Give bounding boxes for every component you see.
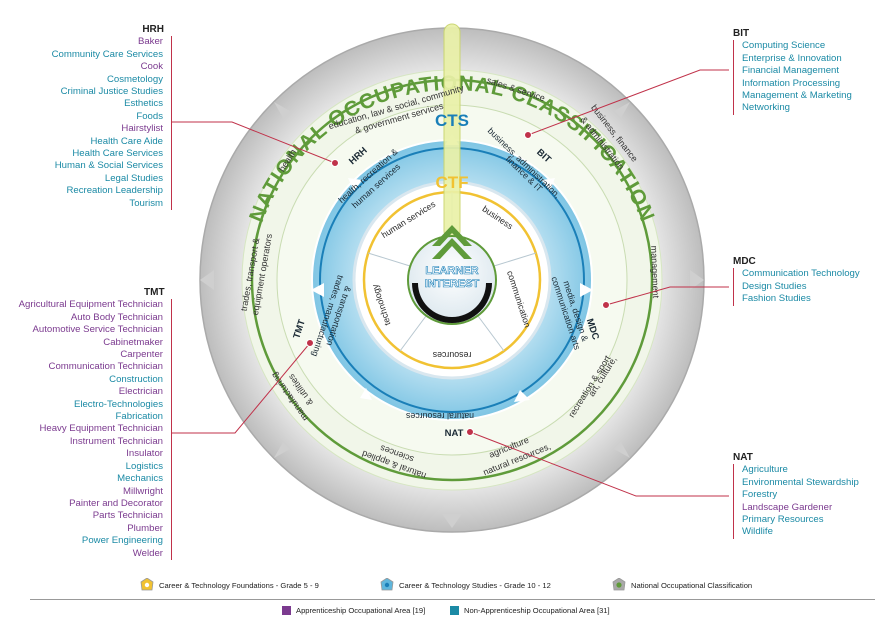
list-item: Fashion Studies (742, 293, 811, 305)
list-item: Information Processing (742, 77, 841, 89)
center-line-2: INTEREST (425, 278, 480, 290)
list-item: Mechanics (117, 473, 163, 485)
legend-cts: Career & Technology Studies - Grade 10 -… (380, 578, 551, 592)
legend-apprenticeship-label: Apprenticeship Occupational Area [19] (296, 606, 426, 615)
list-item: Power Engineering (81, 535, 163, 547)
list-item: Hairstylist (121, 123, 163, 135)
list-item: Financial Management (742, 65, 840, 77)
list-item: Community Care Services (51, 48, 163, 60)
center-line-1: LEARNER (425, 265, 478, 277)
list-item: Parts Technician (92, 510, 163, 522)
ctf-badge-icon (140, 578, 154, 591)
list-item: Millwright (123, 485, 163, 497)
list-item: Heavy Equipment Technician (39, 423, 163, 435)
list-item: Welder (132, 547, 163, 559)
cts-nat-code: NAT (445, 428, 464, 439)
list-item: Enterprise & Innovation (742, 52, 842, 64)
list-item: Auto Body Technician (70, 311, 163, 323)
list-item: Tourism (129, 197, 163, 209)
list-item: Automotive Service Technician (32, 324, 163, 336)
legend-non-apprenticeship: Non-Apprenticeship Occupational Area [31… (450, 606, 610, 615)
list-item: Criminal Justice Studies (60, 86, 163, 98)
list-item: Human & Social Services (54, 160, 163, 172)
learner-interest-circle (407, 235, 497, 325)
bit-heading: BIT (733, 28, 750, 39)
list-item: Baker (137, 36, 163, 48)
ctf-label: CTF (435, 173, 468, 192)
list-item: Instrument Technician (69, 435, 163, 447)
list-item: Forestry (742, 489, 778, 501)
leader-lines (172, 69, 729, 497)
list-item: Health Care Services (72, 148, 163, 160)
tmt-heading: TMT (144, 287, 165, 298)
list-item: Plumber (127, 522, 163, 534)
list-item: Recreation Leadership (66, 185, 163, 197)
occupational-diagram: NATIONAL OCCUPATIONAL CLASSIFICATION LEA… (172, 23, 729, 533)
list-item: Fabrication (115, 411, 163, 423)
list-item: Environmental Stewardship (742, 476, 859, 488)
legend-ctf-label: Career & Technology Foundations - Grade … (159, 580, 319, 590)
list-item: Logistics (125, 460, 163, 472)
list-item: Carpenter (120, 349, 163, 361)
list-item: Agriculture (742, 464, 788, 476)
list-item: Landscape Gardener (742, 501, 833, 513)
list-item: Communication Technology (742, 268, 860, 280)
cts-nat-1: natural resources (405, 411, 474, 421)
list-item: Cook (140, 61, 163, 73)
center-arc (412, 283, 492, 323)
list-item: Esthetics (124, 98, 163, 110)
legend-divider (30, 599, 875, 600)
apprenticeship-swatch (282, 606, 291, 615)
list-item: Construction (109, 373, 163, 385)
list-item: Primary Resources (742, 514, 824, 526)
list-item: Networking (742, 102, 790, 114)
ctf-resources: resources (432, 350, 471, 360)
list-item: Foods (136, 110, 163, 122)
list-item: Wildlife (742, 526, 773, 538)
list-item: Communication Technician (48, 361, 163, 373)
list-item: Legal Studies (104, 172, 163, 184)
cts-badge-icon (380, 578, 394, 591)
legend-noc-label: National Occupational Classification (631, 580, 753, 590)
legend-cts-label: Career & Technology Studies - Grade 10 -… (399, 580, 551, 590)
list-item: Cosmetology (107, 73, 163, 85)
legend-ctf: Career & Technology Foundations - Grade … (140, 578, 319, 592)
legend-non-apprenticeship-label: Non-Apprenticeship Occupational Area [31… (464, 606, 610, 615)
list-item: Painter and Decorator (69, 497, 163, 509)
chevron-up-icon (432, 225, 472, 259)
cluster-dots (306, 131, 610, 436)
list-item: Electro-Technologies (73, 398, 163, 410)
noc-management: management (649, 245, 661, 298)
list-item: Design Studies (742, 280, 807, 292)
list-item: Health Care Aide (90, 135, 163, 147)
legend-apprenticeship: Apprenticeship Occupational Area [19] (282, 606, 425, 615)
list-item: Management & Marketing (742, 90, 852, 102)
cts-label: CTS (435, 111, 469, 130)
nat-heading: NAT (733, 452, 753, 463)
list-item: Insulator (126, 448, 163, 460)
noc-badge-icon (612, 578, 626, 591)
list-item: Electrician (118, 386, 163, 398)
interest-beam (443, 23, 461, 240)
mdc-heading: MDC (733, 256, 756, 267)
list-item: Agricultural Equipment Technician (18, 299, 163, 311)
non-apprenticeship-swatch (450, 606, 459, 615)
hrh-heading: HRH (142, 24, 164, 35)
list-item: Computing Science (742, 40, 826, 52)
list-item: Cabinetmaker (103, 336, 163, 348)
legend-noc: National Occupational Classification (612, 578, 752, 592)
